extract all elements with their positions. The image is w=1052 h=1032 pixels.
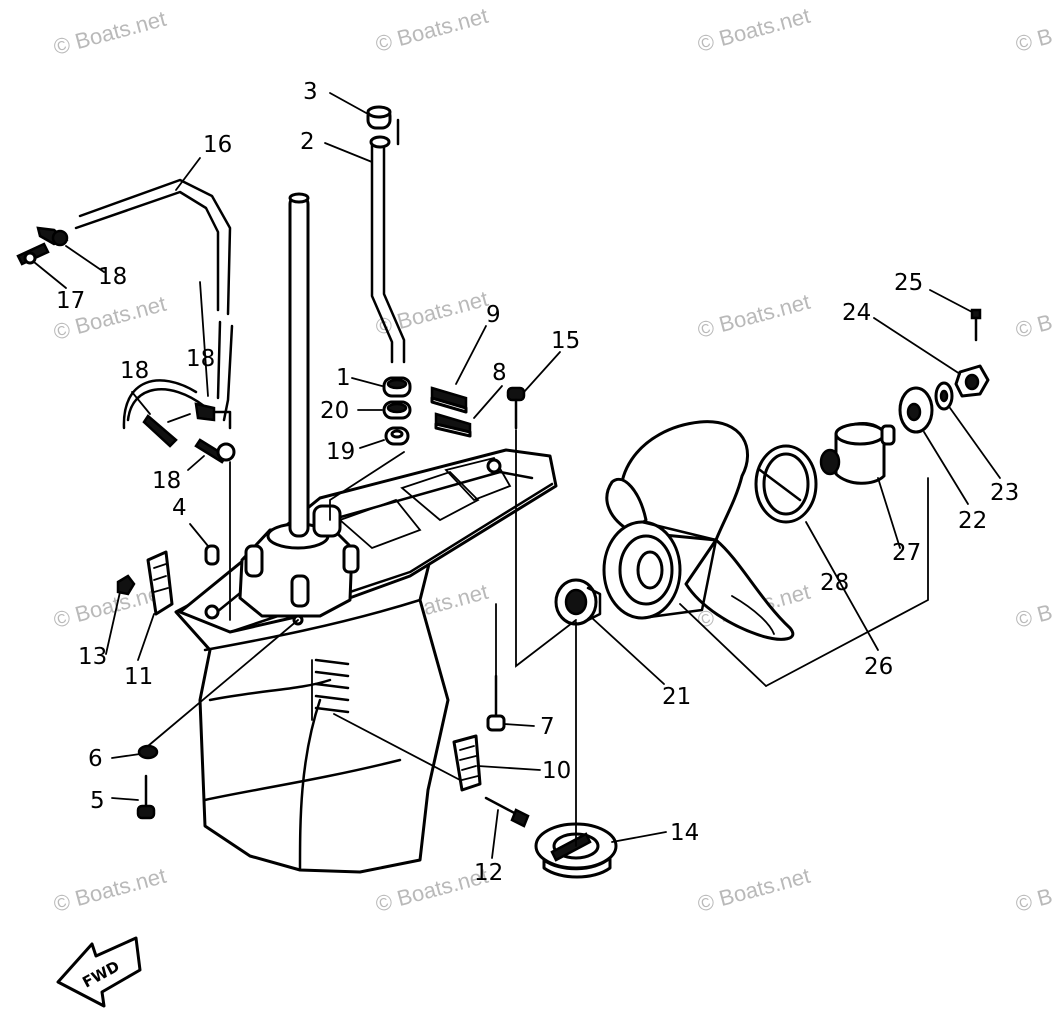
callout-26: 26 (864, 654, 893, 680)
fitting-18-mid (194, 402, 232, 430)
anode-11 (146, 550, 174, 616)
screw-5 (136, 774, 156, 820)
pin-4 (204, 544, 220, 566)
callout-13: 13 (78, 644, 107, 670)
watermark: © Boats.net (1013, 3, 1052, 57)
drive-shaft (288, 192, 310, 538)
watermark: © Boats.net (51, 863, 169, 917)
lower-unit-housing (174, 448, 558, 874)
hose-16 (74, 178, 234, 430)
callout-4: 4 (172, 495, 187, 521)
callout-25: 25 (894, 270, 923, 296)
watermark: © Boats.net (51, 6, 169, 60)
callout-19: 19 (326, 439, 355, 465)
nut-13 (116, 574, 136, 596)
callout-24: 24 (842, 300, 871, 326)
callout-6: 6 (88, 746, 103, 772)
callout-5: 5 (90, 788, 105, 814)
callout-16: 16 (203, 132, 232, 158)
callout-11: 11 (124, 664, 153, 690)
callout-14: 14 (670, 820, 699, 846)
bolt-12 (484, 796, 530, 828)
cotter-pin-25 (970, 308, 982, 342)
callout-8: 8 (492, 360, 507, 386)
bushing-21 (554, 578, 602, 626)
bolt-15 (506, 386, 526, 430)
washer-22 (898, 386, 934, 434)
watermark: © Boats.net (1013, 863, 1052, 917)
callout-21: 21 (662, 684, 691, 710)
spacer-27 (819, 422, 896, 485)
fitting-17 (16, 242, 50, 266)
watermark: © Boats.net (373, 863, 491, 917)
watermark: © Boats.net (695, 3, 813, 57)
callout-18-mid: 18 (186, 346, 215, 372)
callout-12: 12 (474, 860, 503, 886)
callout-18-lower: 18 (152, 468, 181, 494)
callout-7: 7 (540, 714, 555, 740)
fitting-18-left (142, 413, 191, 448)
callout-9: 9 (486, 302, 501, 328)
trim-tab-10 (452, 734, 482, 792)
washer-6 (137, 744, 159, 760)
callout-23: 23 (990, 480, 1019, 506)
rubber-seals (430, 386, 472, 438)
callout-3: 3 (303, 79, 318, 105)
propeller-26 (602, 420, 795, 641)
callout-10: 10 (542, 758, 571, 784)
callout-20: 20 (320, 398, 349, 424)
thrust-washer-28 (754, 444, 818, 524)
nut-24 (954, 364, 990, 398)
callout-15: 15 (551, 328, 580, 354)
fitting-18-lower (194, 438, 236, 464)
callout-28: 28 (820, 570, 849, 596)
watermark: © Boats.net (695, 289, 813, 343)
callout-18-top: 18 (98, 264, 127, 290)
callout-27: 27 (892, 540, 921, 566)
grommet-3 (366, 105, 392, 130)
callout-1: 1 (336, 365, 351, 391)
bolt-7 (486, 674, 506, 732)
callout-18-left: 18 (120, 358, 149, 384)
leader-lines (33, 92, 1001, 859)
fitting-18-top (36, 226, 69, 247)
forward-direction-arrow: FWD (56, 936, 142, 1008)
water-tube (369, 118, 406, 364)
watermark: © Boats.net (1013, 289, 1052, 343)
washer-23 (934, 381, 954, 411)
water-tube-seals (382, 376, 412, 446)
callout-2: 2 (300, 129, 315, 155)
watermark: © Boats.net (1013, 579, 1052, 633)
callout-22: 22 (958, 508, 987, 534)
watermark: © Boats.net (695, 863, 813, 917)
watermark: © Boats.net (373, 3, 491, 57)
callout-17: 17 (56, 288, 85, 314)
watermark: © Boats.net (373, 286, 491, 340)
callout-labels: 3 2 16 18 17 9 15 18 18 1 8 20 19 18 4 1… (56, 79, 1019, 886)
